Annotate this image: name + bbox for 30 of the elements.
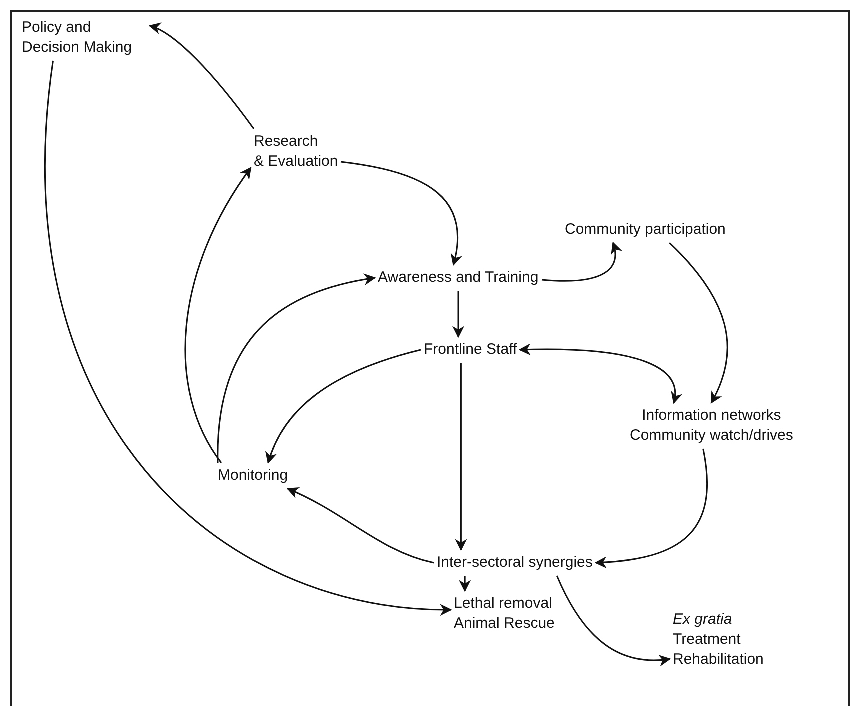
arrow [455, 363, 468, 552]
arrow [459, 576, 472, 592]
node-label: Lethal removal [454, 594, 552, 614]
arrow [340, 161, 462, 266]
arrow [542, 242, 622, 282]
node-label: Policy and Decision Making [22, 18, 134, 58]
node-label: Inter-sectoral synergies [437, 553, 593, 573]
node-label: Animal Rescue [454, 614, 555, 634]
node-label: Information networks [642, 406, 782, 426]
arrow [217, 274, 376, 464]
node-label: Monitoring [218, 466, 288, 486]
arrow [286, 488, 434, 564]
node-label: Ex gratia [673, 610, 732, 630]
arrow [594, 448, 708, 568]
node-label: Rehabilitation [673, 650, 764, 670]
node-label: Treatment [673, 630, 741, 650]
node-label: Research [254, 132, 318, 152]
node-label: Awareness and Training [378, 268, 539, 288]
arrow [556, 576, 672, 666]
node-label: Community participation [565, 220, 726, 240]
arrow [452, 291, 464, 338]
arrow [669, 242, 728, 404]
arrow [184, 167, 252, 464]
node-label: Frontline Staff [424, 340, 518, 360]
node-label: & Evaluation [254, 152, 338, 172]
arrow [518, 344, 682, 404]
arrow [44, 60, 452, 616]
arrow [266, 349, 422, 464]
node-label: Community watch/drives [630, 426, 794, 446]
arrow [148, 24, 255, 130]
